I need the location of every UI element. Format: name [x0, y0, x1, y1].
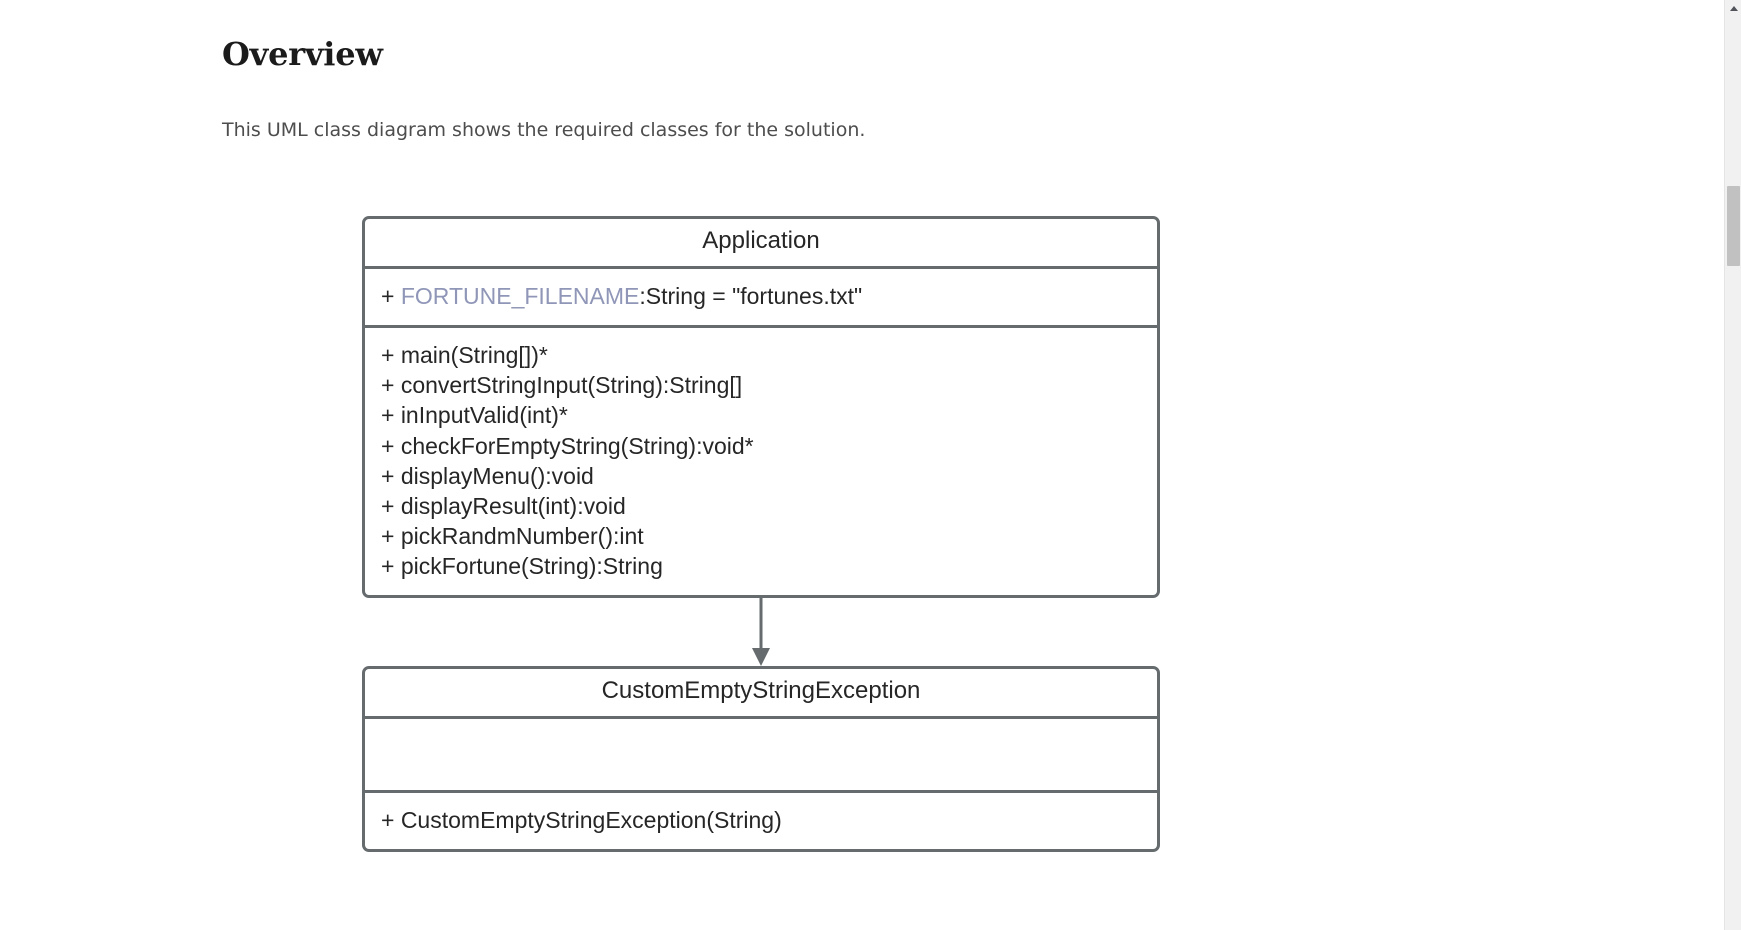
scroll-up-arrow-icon[interactable] — [1725, 0, 1741, 17]
method-item: + displayResult(int):void — [381, 492, 626, 519]
attribute-name: FORTUNE_FILENAME — [400, 283, 640, 309]
attribute-visibility: + — [381, 283, 401, 309]
vertical-scrollbar[interactable] — [1724, 0, 1741, 930]
class-name-customemptystringexception: CustomEmptyStringException — [601, 677, 921, 705]
attribute-fortune-filename: + FORTUNE_FILENAME:String = "fortunes.tx… — [381, 281, 1157, 311]
class-name-compartment: CustomEmptyStringException — [365, 669, 1157, 716]
methods-compartment: + CustomEmptyStringException(String) — [365, 790, 1157, 849]
connector-line — [759, 598, 763, 653]
method-item: + main(String[])* — [381, 342, 548, 369]
attributes-compartment-empty — [365, 716, 1157, 790]
arrowhead-icon — [752, 648, 770, 667]
scrollbar-thumb[interactable] — [1727, 186, 1740, 266]
class-name-application: Application — [702, 227, 820, 254]
method-item: + displayMenu():void — [381, 462, 594, 489]
uml-relationship-arrow — [362, 598, 1160, 667]
method-item: + inInputValid(int)* — [381, 402, 568, 429]
attribute-type-and-value: :String = "fortunes.txt" — [639, 283, 863, 309]
uml-class-customemptystringexception: CustomEmptyStringException + CustomEmpty… — [362, 666, 1160, 853]
method-item: + convertStringInput(String):String[] — [381, 372, 743, 399]
method-item: + pickFortune(String):String — [381, 553, 663, 579]
page-title: Overview — [222, 35, 383, 74]
method-item: + pickRandmNumber():int — [381, 522, 644, 549]
methods-compartment: + main(String[])* + convertStringInput(S… — [365, 325, 1157, 595]
page-description: This UML class diagram shows the require… — [222, 119, 866, 141]
class-name-compartment: Application — [365, 219, 1157, 266]
triangle-up-icon — [1729, 6, 1738, 11]
method-item: + CustomEmptyStringException(String) — [381, 807, 782, 834]
method-item: + checkForEmptyString(String):void* — [381, 432, 754, 459]
attributes-compartment: + FORTUNE_FILENAME:String = "fortunes.tx… — [365, 266, 1157, 325]
uml-class-diagram: Application + FORTUNE_FILENAME:String = … — [362, 216, 1162, 853]
uml-class-application: Application + FORTUNE_FILENAME:String = … — [362, 216, 1160, 599]
